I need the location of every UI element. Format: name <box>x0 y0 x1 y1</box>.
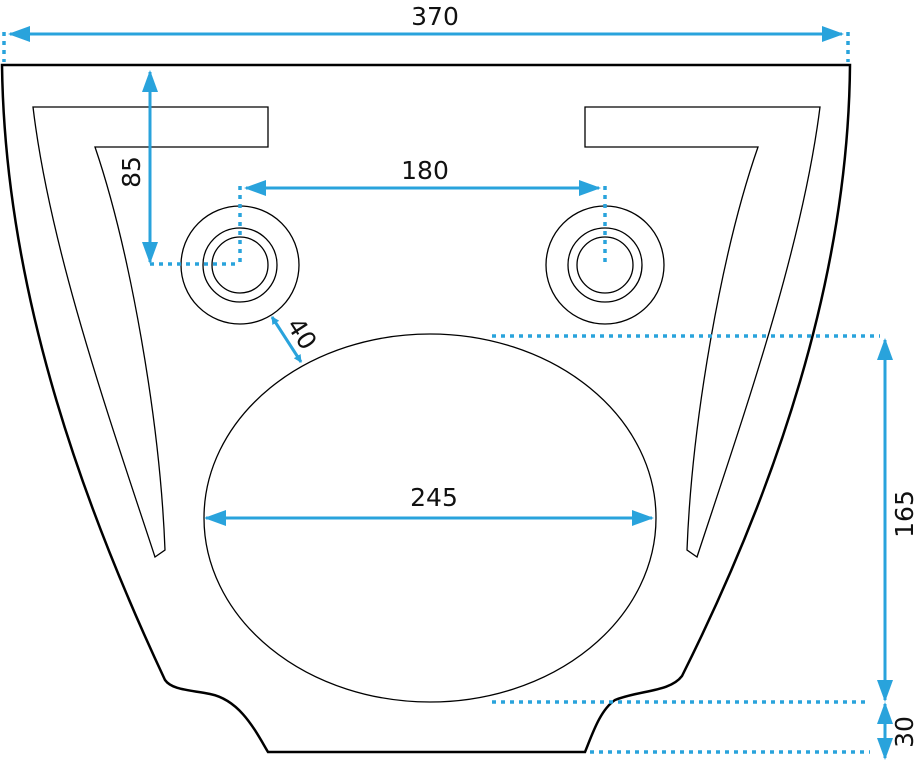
overall-width-label: 370 <box>411 2 459 31</box>
fixing-offset-label: 85 <box>117 156 146 188</box>
fixing-spacing-label: 180 <box>401 156 449 185</box>
pan-outline <box>0 63 852 754</box>
bottom-offset-label: 30 <box>890 716 919 748</box>
hole-clearance-dimension-line <box>270 316 303 363</box>
outlet-width-label: 245 <box>410 483 458 512</box>
right-rim-slot <box>584 106 821 559</box>
left-rim-slot <box>32 106 269 559</box>
outlet-height-label: 165 <box>890 490 919 538</box>
